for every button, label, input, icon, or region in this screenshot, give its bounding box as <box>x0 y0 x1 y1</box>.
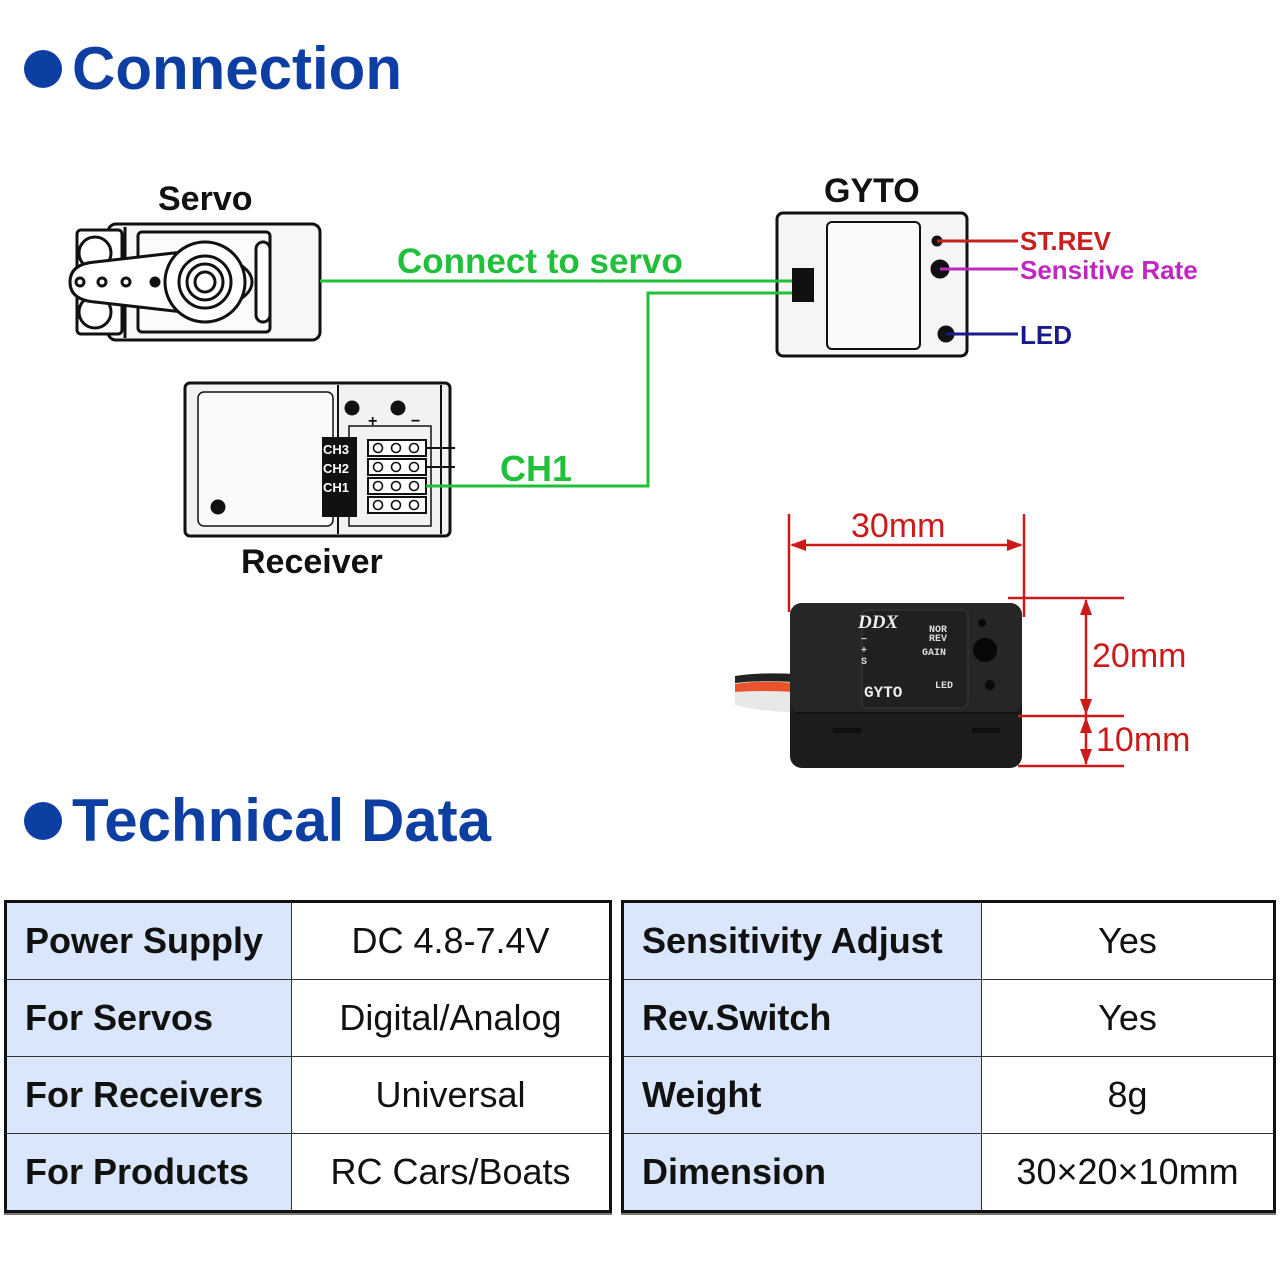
table-row: Rev.Switch Yes <box>622 979 1275 1057</box>
section-title: Technical Data <box>72 787 492 854</box>
table-row: Power Supply DC 4.8-7.4V <box>5 901 611 980</box>
sensitive-rate-label: Sensitive Rate <box>1020 255 1198 285</box>
gyro-drawing <box>775 211 969 358</box>
st-rev-label: ST.REV <box>1020 226 1112 256</box>
product-photo <box>735 603 1022 768</box>
dimension-height-label: 20mm <box>1092 637 1187 675</box>
receiver-polarity-plus: + <box>368 413 377 430</box>
photo-nor-label: NOR <box>929 625 947 636</box>
table-row: For Servos Digital/Analog <box>5 979 611 1057</box>
servo-wire-label: Connect to servo <box>397 242 683 281</box>
receiver-channel-ch2: CH2 <box>323 461 349 476</box>
gyro-label: GYTO <box>824 172 920 210</box>
table-row: Sensitivity Adjust Yes <box>622 901 1275 980</box>
dimension-width-label: 30mm <box>851 507 946 545</box>
receiver-ch1-wire <box>426 291 792 488</box>
receiver-channel-ch3: CH3 <box>323 442 349 457</box>
photo-pin-minus: − <box>861 635 867 646</box>
spec-value: 30×20×10mm <box>981 1133 1275 1212</box>
receiver-polarity-minus: − <box>411 413 420 430</box>
photo-brand-label: DDX <box>857 612 899 633</box>
table-row: For Receivers Universal <box>5 1056 611 1134</box>
servo-label: Servo <box>158 180 253 218</box>
section-heading-technical-data: Technical Data <box>24 786 491 855</box>
dimension-lines <box>787 514 1124 768</box>
spec-value: RC Cars/Boats <box>291 1133 611 1212</box>
spec-value: Universal <box>291 1056 611 1134</box>
photo-pin-s: S <box>861 657 867 668</box>
receiver-drawing <box>183 381 455 538</box>
table-row: Dimension 30×20×10mm <box>622 1133 1275 1212</box>
dimension-depth-label: 10mm <box>1096 721 1191 759</box>
spec-key: For Products <box>5 1133 292 1212</box>
spec-value: Yes <box>981 901 1275 980</box>
spec-key: Rev.Switch <box>622 979 982 1057</box>
led-label: LED <box>1020 320 1072 350</box>
servo-drawing <box>68 222 322 342</box>
receiver-label: Receiver <box>241 543 383 581</box>
connection-diagram: + − CH3 CH2 CH1 DDX NOR REV GAIN − <box>68 211 1124 768</box>
spec-table-right: Sensitivity Adjust Yes Rev.Switch Yes We… <box>621 900 1276 1213</box>
spec-value: 8g <box>981 1056 1275 1134</box>
spec-key: Dimension <box>622 1133 982 1212</box>
receiver-channel-ch1: CH1 <box>323 480 349 495</box>
spec-key: For Servos <box>5 979 292 1057</box>
bullet-icon <box>24 801 62 840</box>
photo-rev-label: REV <box>929 634 947 645</box>
spec-key: Weight <box>622 1056 982 1134</box>
photo-model-label: GYTO <box>864 684 903 702</box>
wires <box>320 239 1018 488</box>
photo-led-label: LED <box>935 681 953 692</box>
spec-key: Power Supply <box>5 901 292 980</box>
spec-value: Yes <box>981 979 1275 1057</box>
table-row: For Products RC Cars/Boats <box>5 1133 611 1212</box>
spec-key: Sensitivity Adjust <box>622 901 982 980</box>
photo-pin-plus: + <box>861 646 867 657</box>
section-heading-connection: Connection <box>24 34 402 103</box>
table-row: Weight 8g <box>622 1056 1275 1134</box>
spec-table-left: Power Supply DC 4.8-7.4V For Servos Digi… <box>4 900 612 1213</box>
receiver-wire-label: CH1 <box>500 448 573 489</box>
photo-gain-label: GAIN <box>922 648 946 659</box>
bullet-icon <box>24 49 62 88</box>
spec-value: DC 4.8-7.4V <box>291 901 611 980</box>
section-title: Connection <box>72 35 402 102</box>
spec-value: Digital/Analog <box>291 979 611 1057</box>
spec-key: For Receivers <box>5 1056 292 1134</box>
